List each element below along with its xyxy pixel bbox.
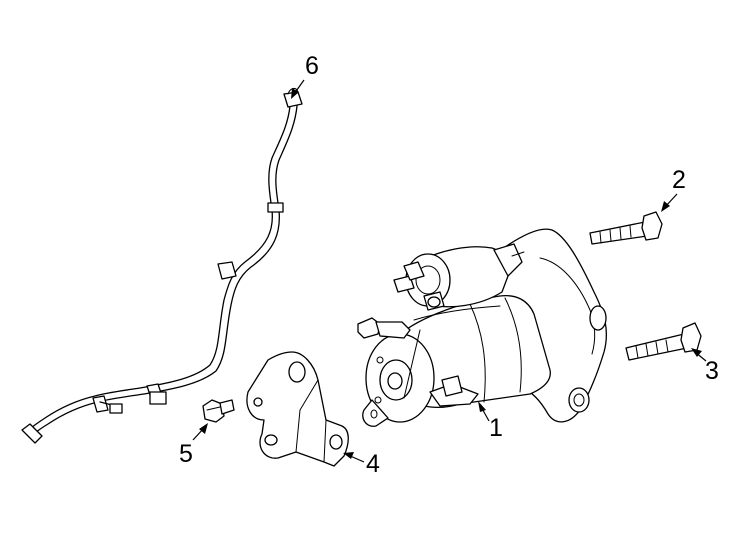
callout-label-4: 4 — [366, 450, 380, 478]
callout-1: 1 — [478, 401, 503, 442]
callout-4: 4 — [343, 450, 380, 478]
callout-label-1: 1 — [489, 414, 503, 442]
long-bolt-upper — [589, 211, 663, 245]
callout-label-2: 2 — [672, 166, 686, 194]
callout-label-6: 6 — [305, 52, 319, 80]
callout-6: 6 — [291, 52, 319, 99]
mounting-bracket — [246, 351, 349, 467]
callout-2: 2 — [661, 166, 686, 212]
callout-label-3: 3 — [705, 357, 719, 385]
callout-3: 3 — [691, 348, 719, 385]
long-bolt-lower — [625, 322, 702, 361]
callout-label-5: 5 — [179, 440, 193, 468]
starter-motor — [357, 228, 607, 427]
small-bolt — [202, 399, 235, 423]
callout-5: 5 — [179, 423, 208, 468]
